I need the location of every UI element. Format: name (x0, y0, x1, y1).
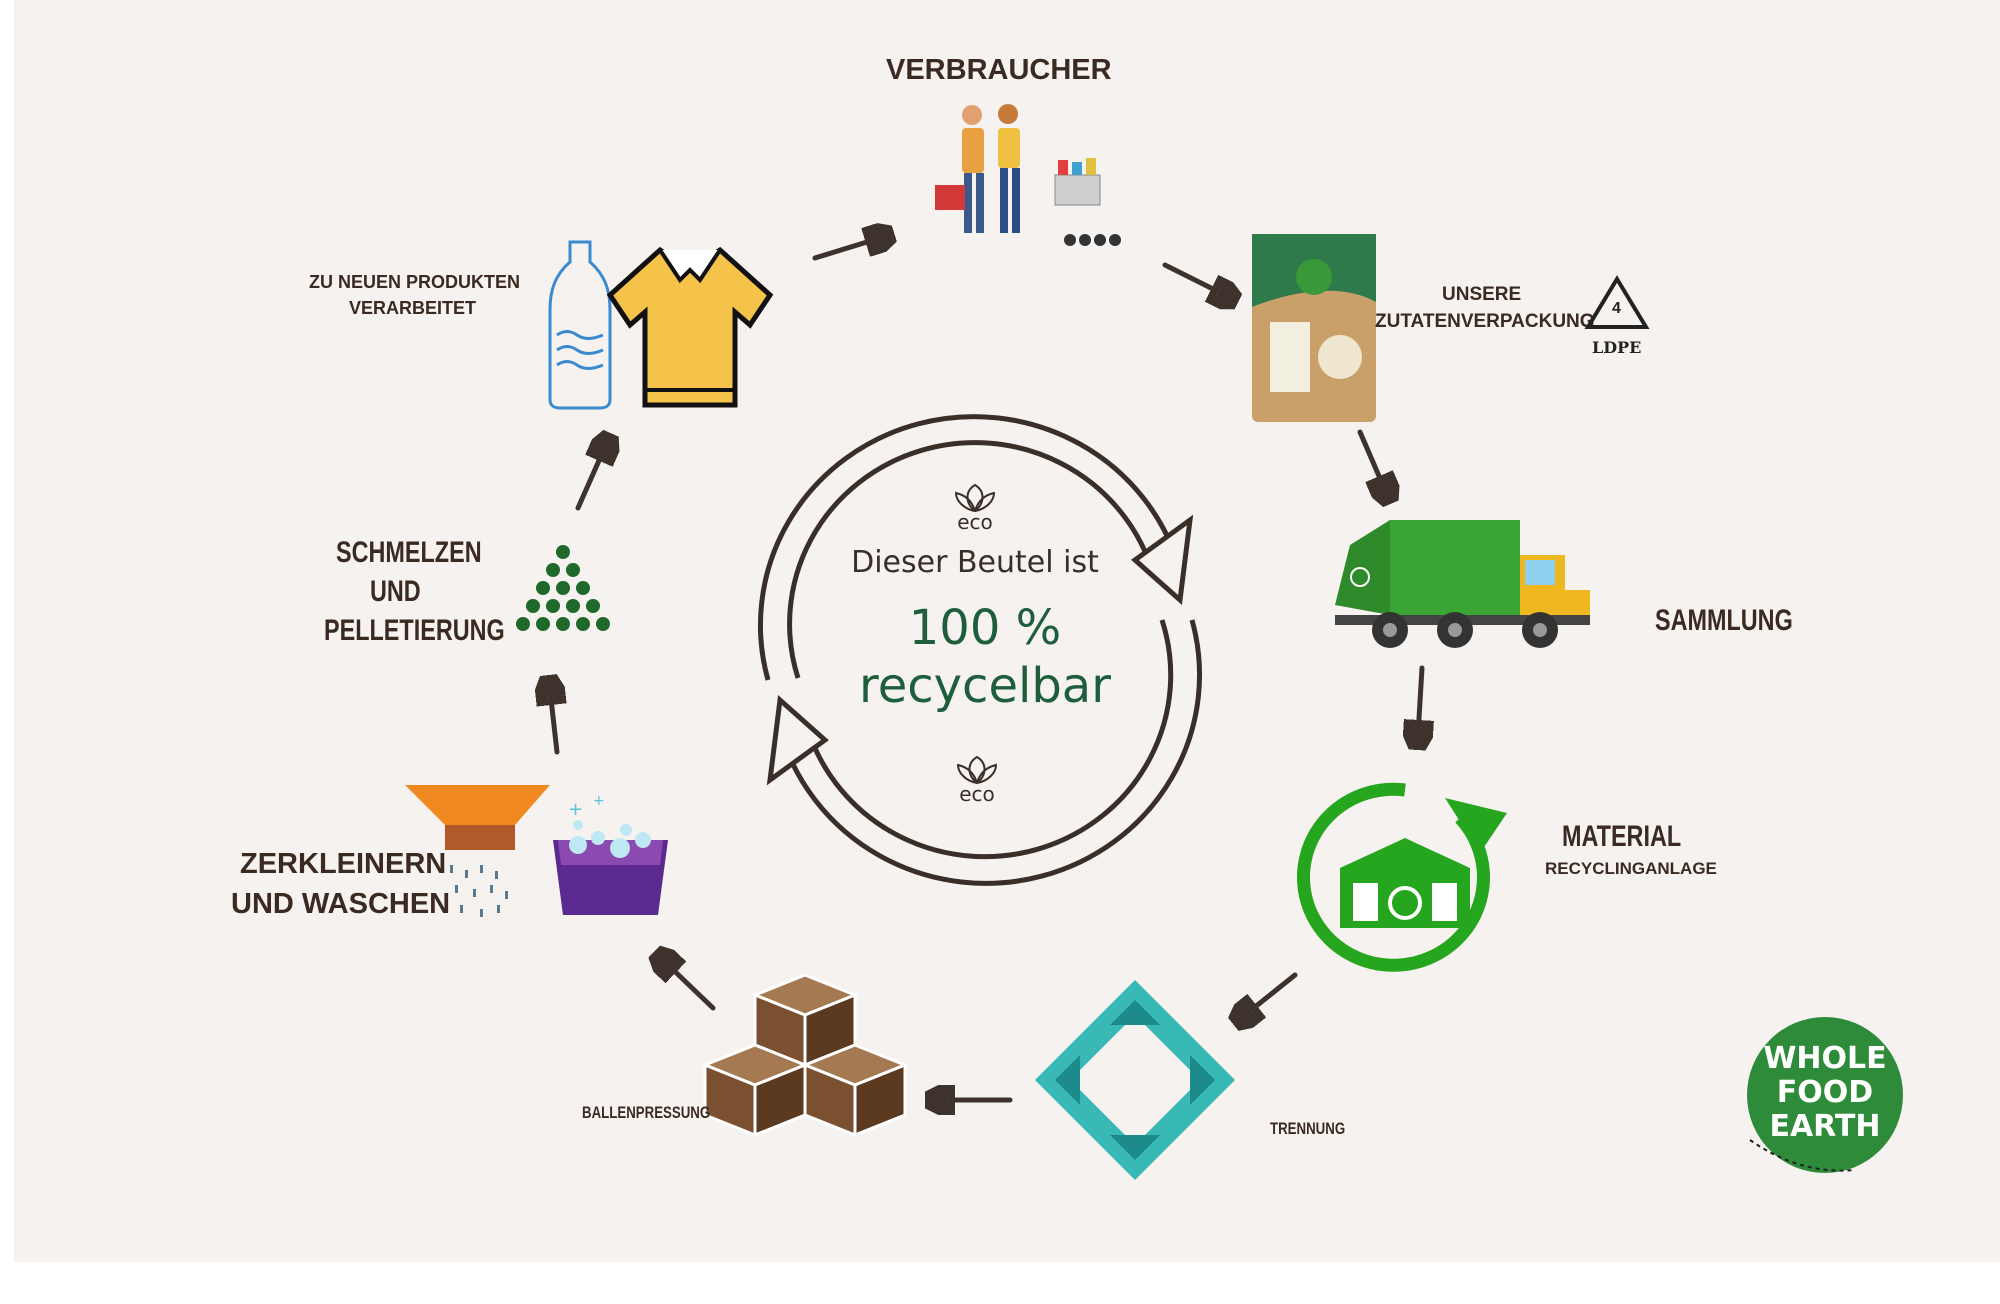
bottle-icon (548, 240, 612, 410)
collection-label: SAMMLUNG (1655, 604, 1793, 637)
center-line-2: 100 % (908, 600, 1062, 656)
shredder-icon (405, 785, 550, 917)
shoppers-icon (935, 104, 1121, 246)
eco-label-top: eco (957, 510, 993, 534)
shred-label-1: ZERKLEINERN (240, 848, 447, 880)
logo-line-2: FOOD (1777, 1075, 1873, 1110)
ldpe-label: LDPE (1592, 338, 1642, 357)
packaging-label-1: UNSERE (1442, 284, 1522, 305)
garbage-truck-icon (1335, 520, 1590, 648)
cycle-arrows (757, 414, 1203, 886)
leaf-icon (954, 483, 996, 513)
sorting-label: TRENNUNG (1270, 1119, 1346, 1138)
pellets-icon (516, 545, 610, 631)
eco-label-bottom: eco (959, 782, 995, 806)
facility-label-2: RECYCLINGANLAGE (1545, 859, 1717, 878)
shred-label-2: UND WASCHEN (231, 888, 451, 920)
packaging-label-2: ZUTATENVERPACKUNG (1375, 311, 1595, 332)
center-line-3: recycelbar (859, 658, 1111, 714)
svg-text:+: + (568, 799, 583, 820)
shirt-icon (606, 246, 774, 408)
bales-icon (700, 973, 910, 1138)
center-line-1: Dieser Beutel ist (851, 545, 1099, 580)
new-products-label-1: ZU NEUEN PRODUKTEN (309, 272, 521, 292)
leaf-icon (956, 755, 998, 785)
melt-label-3: PELLETIERUNG (324, 614, 505, 647)
melt-label-2: UND (370, 575, 421, 608)
facility-label-1: MATERIAL (1562, 820, 1682, 853)
pouch-icon (1252, 234, 1376, 422)
new-products-label-2: VERARBEITET (349, 298, 477, 318)
recycling-facility-icon (1297, 782, 1507, 972)
logo-line-1: WHOLE (1763, 1041, 1886, 1076)
consumer-label: VERBRAUCHER (886, 54, 1112, 86)
ldpe-number: 4 (1612, 300, 1621, 317)
logo-line-3: EARTH (1769, 1109, 1880, 1144)
washing-tub-icon: + + (553, 793, 668, 915)
whole-food-earth-logo: WHOLE FOOD EARTH (1747, 1017, 1903, 1173)
melt-label-1: SCHMELZEN (336, 536, 482, 569)
recycle-ldpe-icon (1584, 275, 1650, 329)
baling-label: BALLENPRESSUNG (582, 1103, 711, 1122)
sorting-icon (1035, 980, 1235, 1180)
svg-text:+: + (593, 793, 605, 809)
